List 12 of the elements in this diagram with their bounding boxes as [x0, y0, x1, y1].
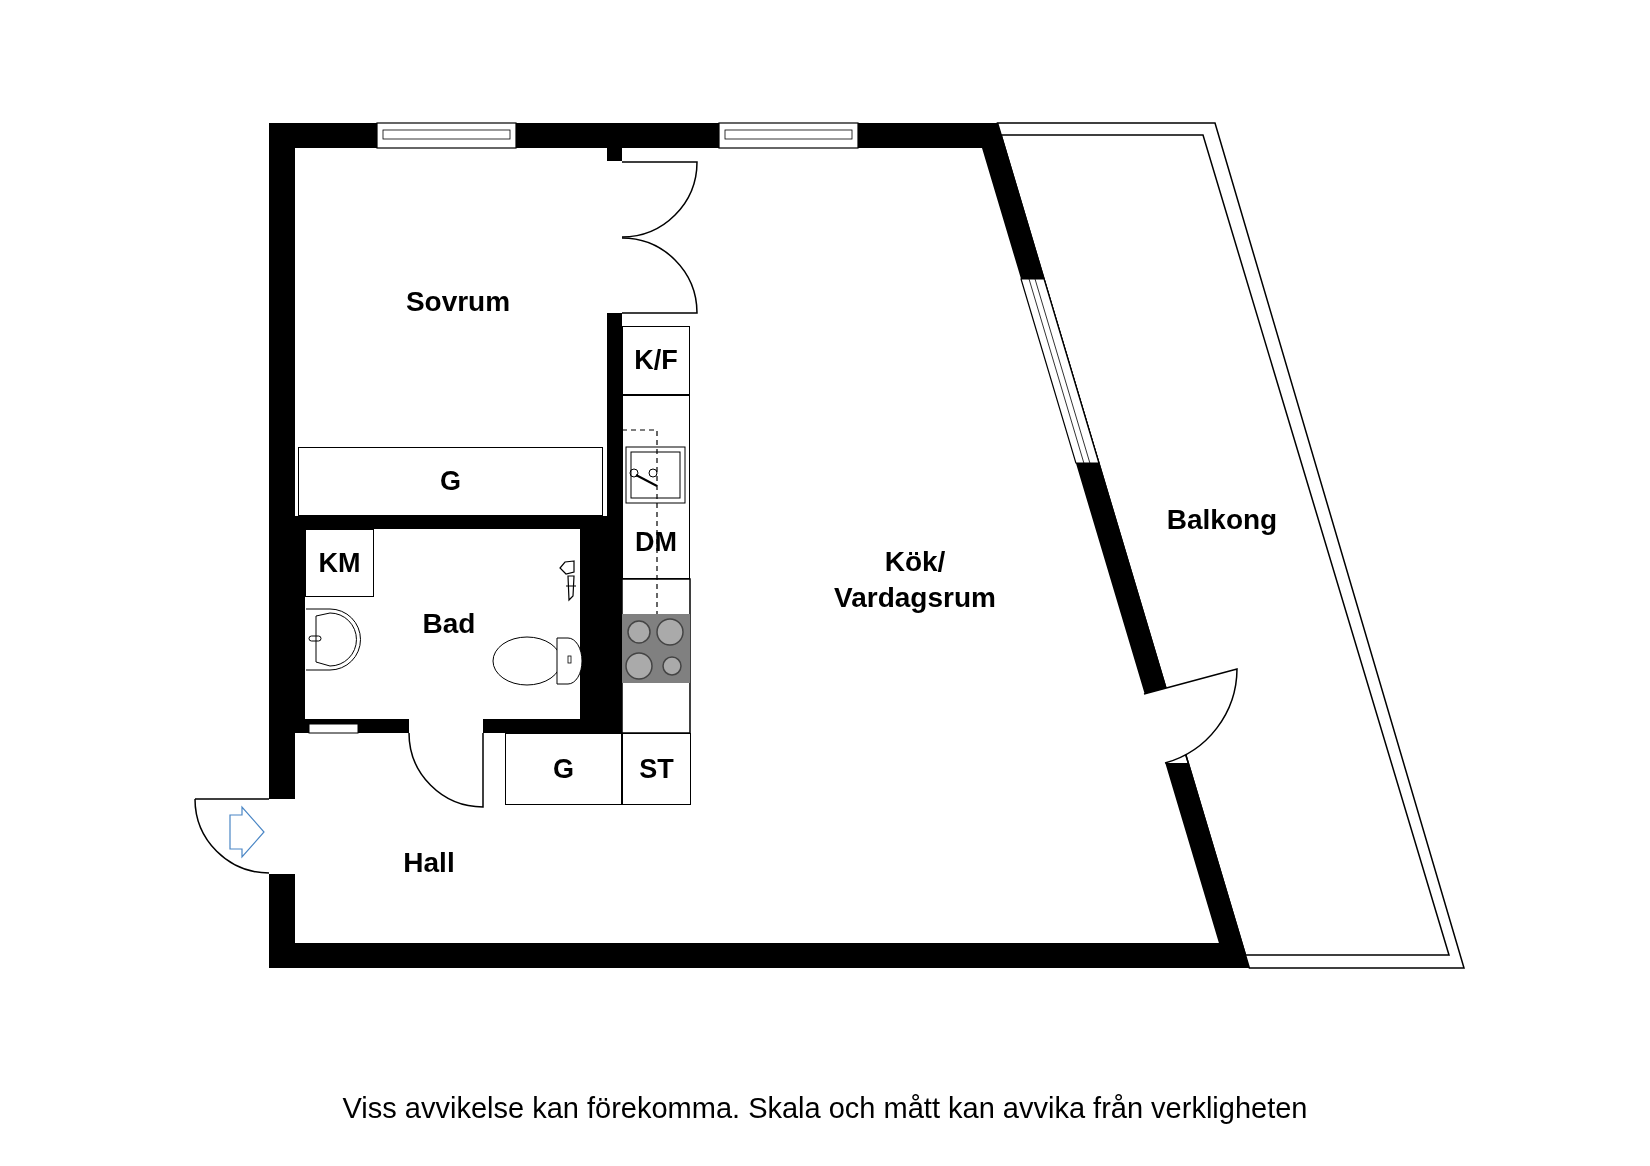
room-label: Hall: [403, 845, 455, 880]
fixture-box: G: [505, 733, 622, 805]
fixture-box: G: [298, 447, 603, 516]
room-label: Balkong: [1166, 502, 1278, 537]
disclaimer-caption: Viss avvikelse kan förekomma. Skala och mått kan avvika från verkligheten: [342, 1092, 1308, 1124]
fixture-box: K/F: [622, 326, 690, 395]
room-label: Sovrum: [405, 284, 511, 319]
room-label: Bad: [422, 606, 476, 641]
fixture-box: KM: [305, 529, 374, 597]
fixture-box: ST: [622, 733, 691, 805]
fixture-box: DM: [622, 395, 690, 579]
room-label: Kök/ Vardagsrum: [833, 544, 997, 615]
